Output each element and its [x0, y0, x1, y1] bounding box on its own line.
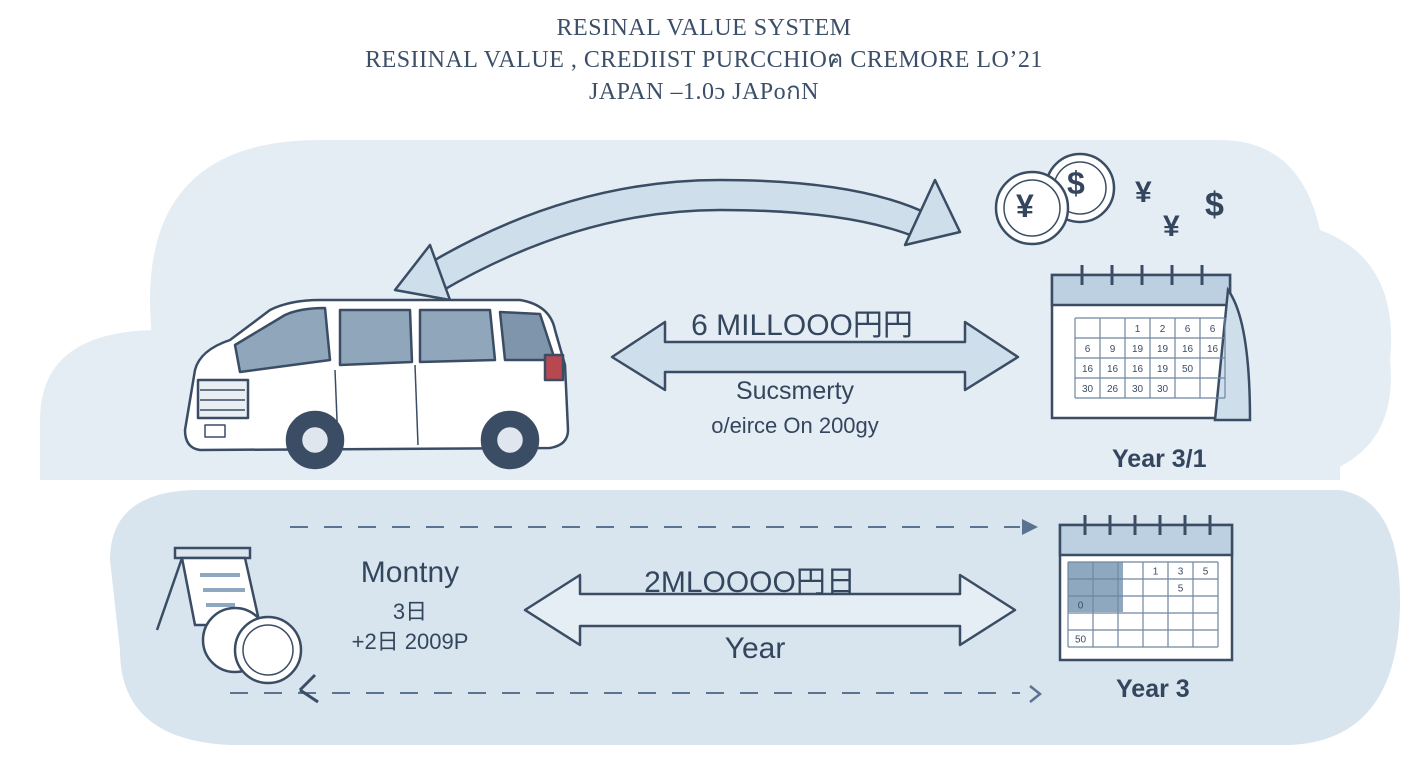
monthly-line-2: 3日 [392, 599, 428, 624]
calendar-top-day-number: 30 [1132, 384, 1144, 395]
dollar-symbol: $ [1205, 186, 1224, 224]
upper-year-label: Year 3/1 [1112, 445, 1207, 473]
calendar-top-rings [1080, 265, 1204, 285]
calendar-top-day-number: 9 [1110, 344, 1116, 355]
calendar-bottom-day-number: 0 [1078, 601, 1084, 612]
diagram-title: RESINAL VALUE SYSTEM RESIINAL VALUE , CR… [0, 12, 1408, 108]
calendar-top-day-number: 16 [1107, 364, 1119, 375]
calendar-bottom-day-number: 1 [1153, 567, 1159, 578]
calendar-bottom-rings [1083, 515, 1212, 535]
yen-dollar-coins [994, 152, 1116, 246]
upper-caption-1: Sucsmerty [735, 377, 855, 405]
dollar-coins-lower [201, 606, 303, 685]
calendar-top-day-number: 16 [1207, 344, 1219, 355]
calendar-bottom-day-number: 5 [1203, 567, 1209, 578]
upper-double-arrow [610, 320, 1020, 392]
lower-caption: Year [724, 632, 786, 665]
calendar-bottom-drawing [1058, 523, 1234, 662]
calendar-top-day-number: 30 [1157, 384, 1169, 395]
minivan-illustration [183, 298, 570, 470]
calendar-top-day-number: 19 [1157, 364, 1169, 375]
calendar-top-day-number: 19 [1132, 344, 1144, 355]
upper-amount-label: 6 MILLOOO円円 [691, 309, 913, 342]
dashed-arrowhead-bottom [1029, 685, 1043, 703]
monthly-line-3: +2日 2009P [351, 629, 469, 654]
calendar-top-day-number: 6 [1185, 324, 1191, 335]
dashed-arrowhead-top [1022, 519, 1038, 535]
calendar-bottom-day-number: 5 [1178, 584, 1184, 595]
yen-symbol-1: ¥ [1135, 176, 1152, 209]
upper-caption-2: o/eirce On 200gy [711, 413, 879, 438]
title-line-1: RESINAL VALUE SYSTEM [556, 15, 852, 41]
yen-symbol-2: ¥ [1163, 210, 1180, 243]
calendar-top-day-number: 16 [1132, 364, 1144, 375]
calendar-top-day-number: 50 [1182, 364, 1194, 375]
calendar-bottom-grid [1067, 561, 1219, 648]
calendar-top-day-number: 16 [1082, 364, 1094, 375]
calendar-top-day-number: 30 [1082, 384, 1094, 395]
calendar-top-grid [1074, 317, 1226, 399]
title-line-2: RESIINAL VALUE , CREDIIST PURCCHIOฅ CREM… [365, 47, 1043, 73]
title-line-3: JAPAN –1.0ɔ JAPoกN [588, 79, 819, 105]
dashed-flow-lines [230, 526, 1020, 694]
calendar-top-day-number: 2 [1160, 324, 1166, 335]
yen-coin-symbol: ¥ [1016, 188, 1034, 224]
monthly-title: Montny [360, 556, 460, 589]
calendar-bottom-day-number: 3 [1178, 567, 1184, 578]
calendar-top-day-number: 6 [1085, 344, 1091, 355]
calendar-top-day-number: 19 [1157, 344, 1169, 355]
calendar-top-day-number: 6 [1210, 324, 1216, 335]
curved-return-arrow [393, 178, 962, 302]
calendar-top-day-number: 26 [1107, 384, 1119, 395]
lower-amount-label: 2MLOOOO円日 [644, 566, 856, 599]
calendar-top-day-number: 1 [1135, 324, 1141, 335]
calendar-bottom-day-number: 50 [1075, 635, 1087, 646]
dollar-coin-symbol: $ [1067, 165, 1085, 201]
lower-year-label: Year 3 [1116, 675, 1190, 703]
lower-double-arrow [523, 573, 1017, 647]
cursor-arrow-icon [298, 673, 319, 704]
calendar-top-day-number: 16 [1182, 344, 1194, 355]
